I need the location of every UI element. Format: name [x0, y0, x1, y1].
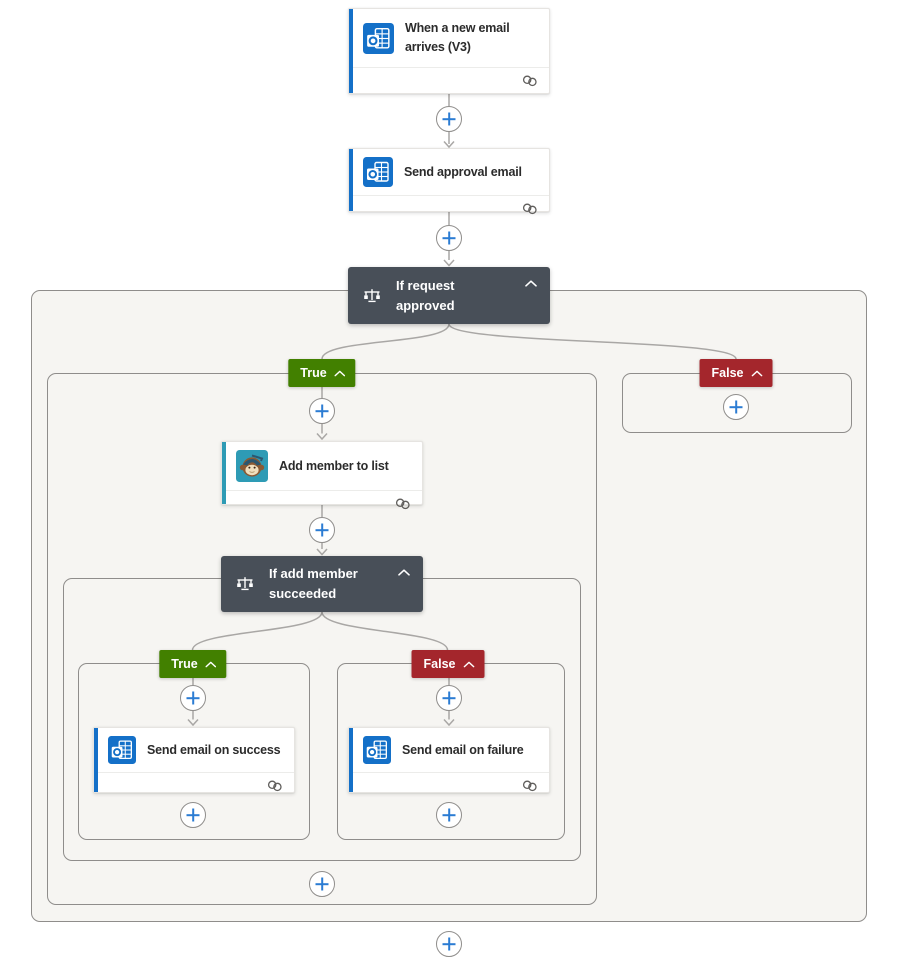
chevron-up-icon[interactable] — [398, 569, 410, 576]
condition-balance-icon — [236, 575, 254, 593]
badge-label: True — [300, 366, 327, 380]
add-action-button-false-branch[interactable] — [723, 394, 749, 420]
add-step-button[interactable] — [436, 685, 462, 711]
action-card-send-email-on-success[interactable]: Send email on success — [93, 727, 295, 793]
inner-false-branch-badge[interactable]: False — [411, 650, 485, 678]
add-step-button[interactable] — [436, 225, 462, 251]
condition-balance-icon — [363, 287, 381, 305]
card-accent-bar — [222, 442, 226, 504]
false-branch-badge[interactable]: False — [699, 359, 773, 387]
outlook-mail-icon — [363, 736, 391, 764]
true-branch-badge[interactable]: True — [288, 359, 356, 387]
card-accent-bar — [349, 9, 353, 93]
inner-true-branch-badge[interactable]: True — [159, 650, 227, 678]
add-step-button[interactable] — [180, 685, 206, 711]
outlook-mail-icon — [363, 23, 394, 54]
arrowhead-icon — [443, 259, 455, 267]
card-title: Send email on failure — [402, 742, 524, 757]
connection-link-icon[interactable] — [266, 779, 284, 793]
chevron-up-icon[interactable] — [525, 280, 537, 287]
add-step-button[interactable] — [309, 398, 335, 424]
action-card-add-member-to-list[interactable]: Add member to list — [221, 441, 423, 505]
card-accent-bar — [349, 728, 353, 792]
add-step-button[interactable] — [309, 517, 335, 543]
chevron-up-icon — [751, 370, 762, 377]
outlook-mail-icon — [108, 736, 136, 764]
connection-link-icon[interactable] — [521, 74, 539, 88]
card-title: Send approval email — [404, 164, 522, 179]
trigger-card-when-new-email-arrives[interactable]: When a new email arrives (V3) — [348, 8, 550, 94]
card-title: When a new email arrives (V3) — [405, 21, 510, 54]
connection-link-icon[interactable] — [521, 202, 539, 216]
condition-title: If add member succeeded — [269, 566, 358, 601]
card-footer — [353, 67, 549, 93]
chevron-up-icon — [206, 661, 217, 668]
chevron-up-icon — [463, 661, 474, 668]
outlook-mail-icon — [363, 157, 393, 187]
add-step-button[interactable] — [180, 802, 206, 828]
card-accent-bar — [349, 149, 353, 211]
action-card-send-approval-email[interactable]: Send approval email — [348, 148, 550, 212]
condition-card-if-add-member-succeeded[interactable]: If add member succeeded — [221, 556, 423, 612]
card-title: Add member to list — [279, 458, 389, 473]
arrowhead-icon — [443, 140, 455, 149]
connection-link-icon[interactable] — [521, 779, 539, 793]
add-step-button[interactable] — [436, 931, 462, 957]
badge-label: False — [423, 657, 456, 671]
add-step-button[interactable] — [436, 802, 462, 828]
card-footer — [226, 490, 422, 516]
condition-title: If request approved — [396, 277, 455, 313]
add-step-button[interactable] — [436, 106, 462, 132]
connection-link-icon[interactable] — [394, 497, 412, 511]
card-title: Send email on success — [147, 742, 281, 757]
badge-label: True — [171, 657, 198, 671]
condition-card-if-request-approved[interactable]: If request approved — [348, 267, 550, 324]
card-footer — [353, 195, 549, 221]
action-card-send-email-on-failure[interactable]: Send email on failure — [348, 727, 550, 793]
chevron-up-icon — [335, 370, 346, 377]
card-accent-bar — [94, 728, 98, 792]
add-step-button[interactable] — [309, 871, 335, 897]
card-footer — [353, 772, 549, 798]
mailchimp-icon — [236, 450, 268, 482]
card-footer — [98, 772, 294, 798]
badge-label: False — [711, 366, 744, 380]
